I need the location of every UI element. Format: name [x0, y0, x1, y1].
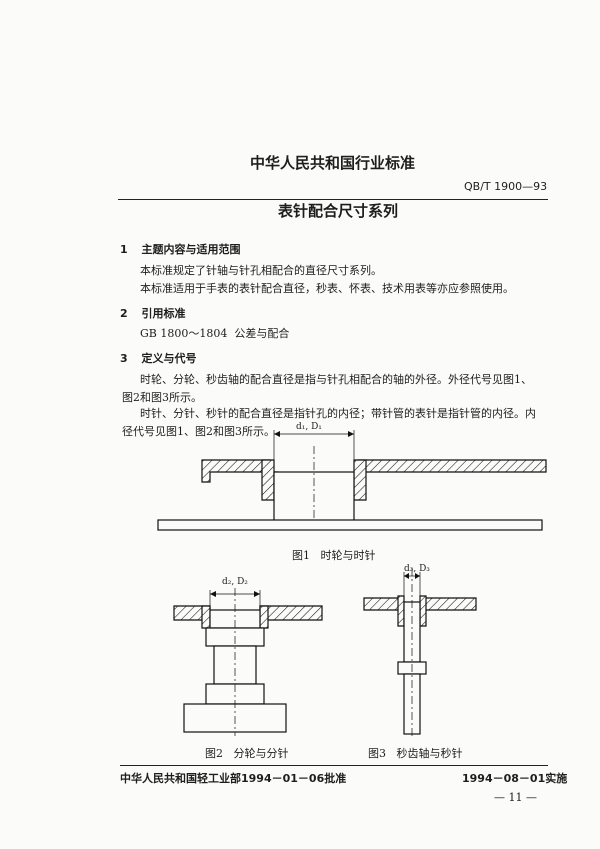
figure-2-caption: 图2 分轮与分针: [205, 747, 289, 760]
figure-3-caption: 图3 秒齿轴与秒针: [368, 747, 463, 760]
page-number: — 11 —: [494, 791, 537, 804]
approval-statement: 中华人民共和国轻工业部1994－01－06批准: [120, 772, 347, 785]
standard-type-heading: 中华人民共和国行业标准: [250, 154, 416, 172]
document-title: 表针配合尺寸系列: [272, 200, 405, 221]
figure-3-dimension-label: d₃, D₃: [404, 564, 430, 574]
figure-1-caption: 图1 时轮与时针: [292, 549, 376, 562]
section-3-paragraph-1: 时轮、分轮、秒齿轴的配合直径是指与针孔相配合的轴的外径。外径代号见图1、图2和图…: [122, 373, 532, 404]
section-1-heading: 1 主题内容与适用范围: [120, 241, 241, 257]
section-number: 1: [120, 243, 128, 256]
section-number: 2: [120, 307, 128, 320]
section-2-paragraph-1: GB 1800～1804 公差与配合: [140, 327, 290, 340]
figure-2-drawing: [173, 588, 323, 736]
figure-1-drawing: [157, 430, 547, 531]
section-2-heading: 2 引用标准: [120, 305, 186, 321]
section-1-paragraph-2: 本标准适用于手表的表针配合直径，秒表、怀表、技术用表等亦应参照使用。: [140, 282, 514, 295]
section-1-paragraph-1: 本标准规定了针轴与针孔相配合的直径尺寸系列。: [140, 264, 382, 277]
section-title: 引用标准: [141, 307, 186, 320]
standard-code: QB/T 1900—93: [464, 180, 548, 193]
effective-date: 1994－08－01实施: [462, 772, 568, 785]
section-title: 定义与代号: [141, 352, 197, 365]
figure-2-dimension-label: d₂, D₂: [222, 577, 248, 587]
section-title: 主题内容与适用范围: [141, 243, 241, 256]
section-3-heading: 3 定义与代号: [120, 350, 197, 366]
footer-rule: [120, 765, 548, 766]
section-number: 3: [120, 352, 128, 365]
section-3-paragraph-2: 时针、分针、秒针的配合直径是指针孔的内径；带针管的表针是指针管的内径。内径代号见…: [122, 407, 536, 438]
header-rule: [118, 199, 548, 200]
figure-3-drawing: [363, 568, 477, 736]
figure-1-dimension-label: d₁, D₁: [296, 422, 322, 432]
